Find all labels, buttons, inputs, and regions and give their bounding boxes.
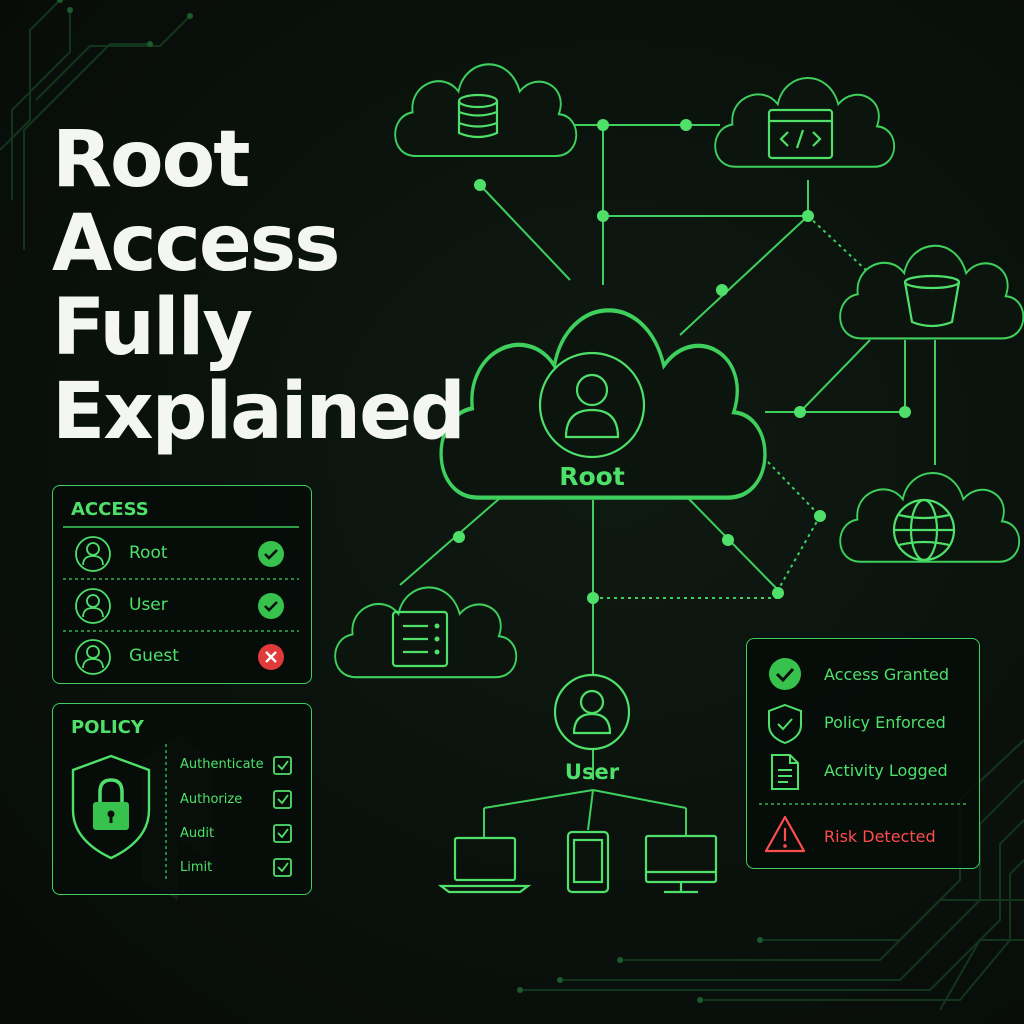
checkbox-icon <box>273 824 292 843</box>
access-panel: ACCESS Root User <box>52 485 312 684</box>
server-list-icon <box>391 610 449 668</box>
warning-triangle-icon <box>764 815 806 853</box>
root-node-label: Root <box>559 462 625 491</box>
policy-panel-heading: POLICY <box>71 717 144 738</box>
status-panel: Access Granted Policy Enforced Activity … <box>746 638 980 869</box>
bucket-icon <box>903 274 961 328</box>
check-circle-icon <box>258 593 284 619</box>
link-db-root-diag <box>479 184 571 281</box>
shield-check-icon <box>768 703 802 745</box>
policy-item: Authenticate <box>180 757 264 772</box>
user-node-label: User <box>564 760 620 784</box>
access-row-label: Root <box>129 543 168 563</box>
title-line: Fully <box>52 283 253 373</box>
status-access-granted: Access Granted <box>824 665 950 684</box>
globe-icon <box>892 498 956 562</box>
check-circle-icon <box>258 541 284 567</box>
monitor-icon <box>644 834 718 894</box>
check-circle-icon <box>769 658 801 690</box>
checkbox-icon <box>273 756 292 775</box>
cloud-bucket <box>839 244 1024 340</box>
root-avatar-icon <box>538 351 646 459</box>
link-dotted-globe <box>767 461 821 517</box>
access-row-root: Root <box>63 530 351 578</box>
policy-panel: POLICY Authenticate Authorize <box>52 703 312 895</box>
access-row-label: User <box>129 595 168 615</box>
status-risk-detected: Risk Detected <box>824 827 936 846</box>
policy-graphic <box>71 744 292 882</box>
code-window-icon <box>767 108 834 160</box>
policy-item: Limit <box>180 860 213 875</box>
access-panel-heading: ACCESS <box>71 499 149 520</box>
access-panel-dividers <box>63 526 299 632</box>
shield-lock-icon <box>71 754 151 860</box>
tablet-icon <box>566 830 610 894</box>
title-line: Access <box>52 199 341 289</box>
x-circle-icon <box>258 644 284 670</box>
junction-dots <box>453 119 911 604</box>
status-activity-logged: Activity Logged <box>824 761 948 780</box>
checkbox-icon <box>273 858 292 877</box>
title-line: Root <box>52 115 251 205</box>
title-line: Explained <box>52 367 466 457</box>
access-row-user: User <box>63 582 351 630</box>
user-avatar-icon <box>75 639 111 675</box>
policy-item: Audit <box>180 826 215 841</box>
status-icons <box>759 658 967 853</box>
link-root-server <box>399 497 501 586</box>
user-avatar-icon <box>75 536 111 572</box>
link-root-globe <box>687 497 779 591</box>
user-avatar-icon <box>75 588 111 624</box>
document-icon <box>771 754 799 790</box>
page-title: Root Access Fully Explained <box>52 115 466 457</box>
policy-item: Authorize <box>180 792 243 807</box>
cloud-code <box>714 76 896 168</box>
access-row-label: Guest <box>129 646 179 666</box>
link-code-root <box>679 215 809 336</box>
status-policy-enforced: Policy Enforced <box>824 713 946 732</box>
link-dotted-bucket <box>807 215 869 273</box>
user-avatar-icon <box>553 673 631 751</box>
access-row-guest: Guest <box>63 633 351 681</box>
checkbox-icon <box>273 790 292 809</box>
database-icon <box>457 93 499 139</box>
cloud-server <box>334 586 518 679</box>
laptop-icon <box>437 836 532 894</box>
